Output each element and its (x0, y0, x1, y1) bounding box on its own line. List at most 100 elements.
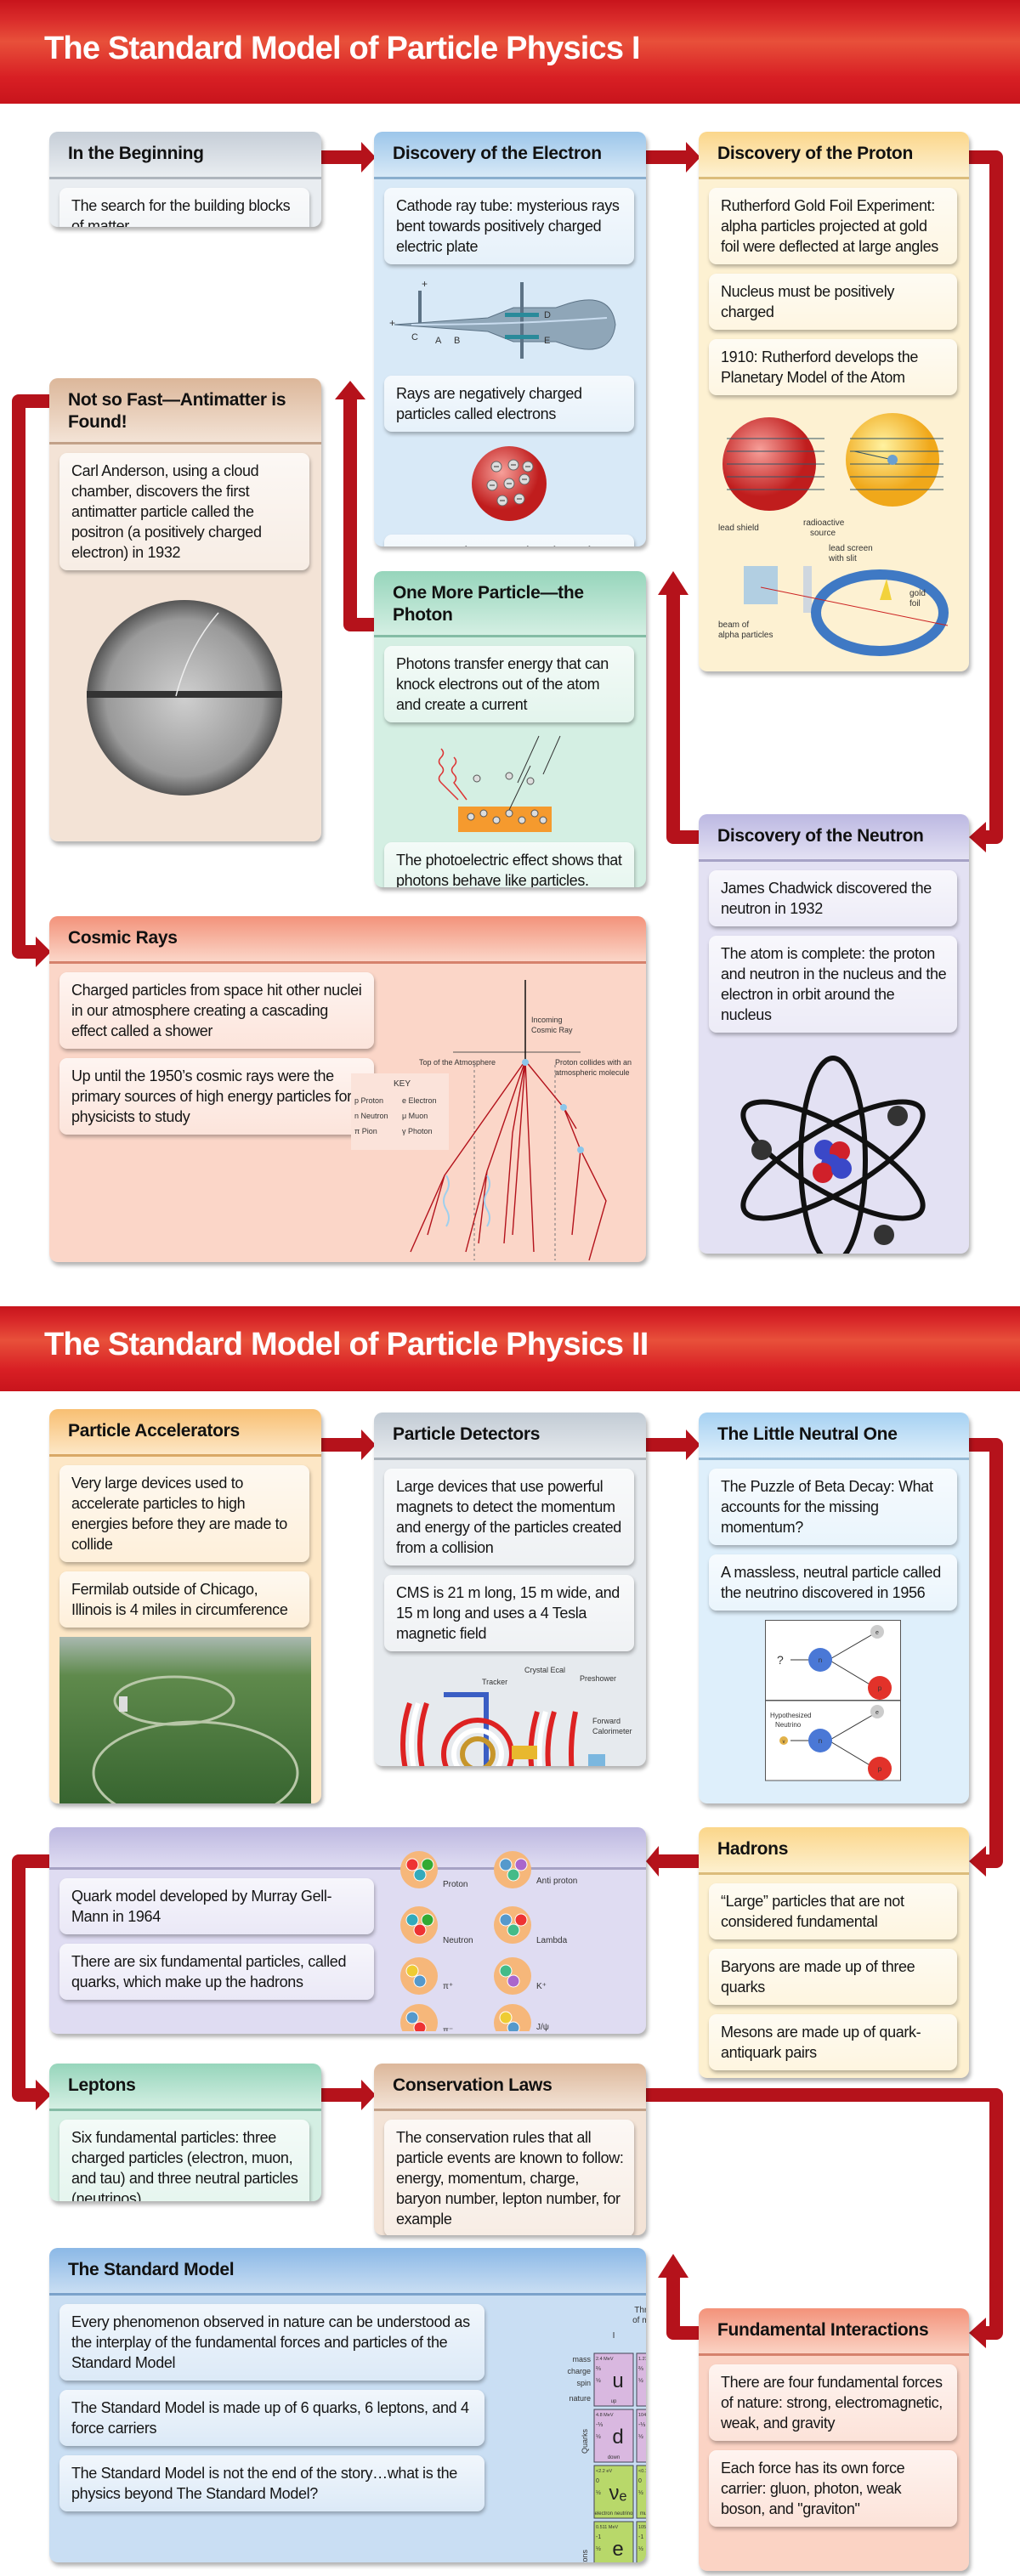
panel-title: Conservation Laws (374, 2064, 646, 2111)
question-mark: ? (777, 1653, 784, 1667)
diagram-label: -⅓ (596, 2422, 603, 2428)
diagram-label: e (612, 2538, 623, 2561)
diagram-label: 105.7 MeV (638, 2525, 646, 2530)
diagram-label: νₑ (609, 2482, 627, 2505)
info-card: Baryons are made up of three quarks (709, 1949, 957, 2005)
diagram-label: ½ (596, 2489, 601, 2496)
panel-title: The Little Neutral One (699, 1413, 969, 1460)
diagram-label: π Pion (354, 1127, 377, 1135)
diagram-label: Incoming (531, 1016, 563, 1024)
diagram-label: 4.8 MeV (596, 2413, 614, 2418)
flow-arrow-line (666, 595, 699, 844)
diagram-label: Neutrino (775, 1721, 802, 1729)
quarks-axis-label: Quarks (581, 2428, 589, 2454)
diagram-label: 2.4 MeV (596, 2357, 614, 2362)
panel-title: Fundamental Interactions (699, 2308, 969, 2356)
diagram-label: electron neutrino (595, 2511, 633, 2517)
info-card: Each force has its own force carrier: gl… (709, 2450, 957, 2527)
diagram-label: Lambda (536, 1936, 568, 1945)
antimatter-panel: Not so Fast—Antimatter is Found!Carl And… (49, 378, 321, 841)
diagram-label: p (878, 1684, 882, 1692)
diagram-label: I (613, 2331, 615, 2341)
info-card: Cathode ray tube: mysterious rays bent t… (384, 188, 634, 264)
diagram-label: B (454, 336, 460, 346)
info-card: There are six fundamental particles, cal… (60, 1944, 374, 2000)
diagram-label: n (819, 1656, 822, 1664)
diagram-label: down (608, 2455, 620, 2460)
diagram-label: Proton collides with an (555, 1058, 632, 1067)
quarks-panel: Quark model developed by Murray Gell-Man… (49, 1827, 646, 2034)
info-card: The atom is complete: the proton and neu… (709, 936, 957, 1033)
diagram-label: v (783, 1740, 785, 1745)
diagram-label: ½ (638, 2489, 643, 2496)
diagram-label: radioactive (803, 518, 845, 528)
diagram-label: u (612, 2369, 623, 2392)
diagram-label: -1 (596, 2534, 601, 2540)
diagram-label: A (435, 336, 442, 346)
cloud-chamber-photo (87, 600, 282, 795)
panel-title: Particle Detectors (374, 1413, 646, 1460)
info-card: Fermilab outside of Chicago, Illinois is… (60, 1571, 309, 1628)
photoelectric-effect-diagram (438, 735, 561, 832)
diagram-label: beam of (718, 620, 749, 630)
diagram-label: e Electron (402, 1096, 437, 1105)
atom-model-icon (740, 1056, 926, 1254)
diagram-label: foil (910, 599, 921, 609)
panel-title: Not so Fast—Antimatter is Found! (49, 378, 321, 444)
diagram-label: Three Generations (634, 2306, 646, 2315)
diagram-label: μ Muon (402, 1112, 428, 1120)
diagram-label: Forward (592, 1717, 620, 1725)
flow-arrow-line (969, 150, 1003, 844)
diagram-label: γ Photon (402, 1127, 433, 1135)
diagram-label: muon neutrino (640, 2511, 646, 2517)
diagram-label: n Neutron (354, 1112, 388, 1120)
diagram-label: Cosmic Ray (531, 1026, 573, 1034)
info-card: Six fundamental particles: three charged… (60, 2120, 309, 2201)
part2-title: The Standard Model of Particle Physics I… (44, 1327, 649, 1362)
diagram-label: lead shield (718, 524, 759, 533)
panel-title: The Standard Model (49, 2248, 646, 2296)
info-card: There are four fundamental forces of nat… (709, 2364, 957, 2441)
info-card: The Standard Model is not the end of the… (60, 2455, 484, 2511)
diagram-label: C (411, 332, 418, 343)
info-card: Large devices that use powerful magnets … (384, 1469, 634, 1565)
flow-arrowhead-icon (658, 571, 688, 595)
info-card: “Large” particles that are not considere… (709, 1883, 957, 1939)
diagram-label: e (876, 1630, 879, 1636)
diagram-label: p Proton (354, 1096, 383, 1105)
panel-title: Discovery of the Proton (699, 132, 969, 179)
diagram-label: 104 MeV (638, 2413, 646, 2418)
diagram-label: 0 (638, 2478, 642, 2484)
diagram-label: + (422, 278, 428, 290)
diagram-label: charge (567, 2367, 591, 2375)
diagram-label: + (389, 317, 395, 329)
info-card: Every phenomenon observed in nature can … (60, 2304, 484, 2381)
diagram-label: ½ (596, 2377, 601, 2384)
diagram-label: up (611, 2399, 617, 2404)
diagram-label: Anti proton (536, 1877, 577, 1886)
diagram-label: gold (910, 589, 926, 598)
diagram-label: Preshower (580, 1674, 616, 1683)
diagram-label: of matter(Fermions) (632, 2316, 646, 2325)
info-card: Up until the 1950’s cosmic rays were the… (60, 1058, 374, 1135)
diagram-label: J/ψ (536, 2023, 549, 2031)
panel-title (49, 1827, 646, 1870)
part1-banner: The Standard Model of Particle Physics I (0, 0, 1020, 104)
diagram-label: source (810, 529, 836, 538)
info-card: Rays are negatively charged particles ca… (384, 376, 634, 432)
diagram-label: KEY (394, 1079, 411, 1089)
diagram-label: nature (569, 2394, 591, 2403)
